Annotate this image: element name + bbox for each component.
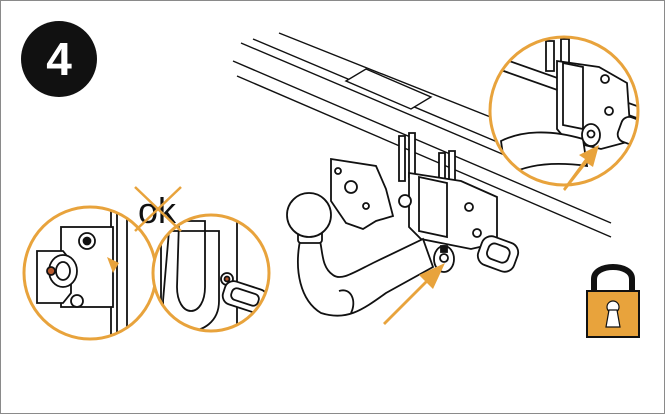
- arrow-top-right: [563, 145, 599, 191]
- step-number: 4: [46, 33, 72, 85]
- ok-label-group: ok: [134, 186, 182, 232]
- bracket-plate: [330, 157, 395, 230]
- step-badge-circle: [21, 21, 97, 97]
- tow-arm: [297, 235, 435, 317]
- padlock-icon: [586, 264, 640, 338]
- tow-hitch: [286, 132, 520, 317]
- tow-ball: [286, 192, 332, 238]
- arrow-main: [383, 263, 445, 325]
- detail-middle: [151, 213, 271, 333]
- detail-left: [22, 205, 158, 341]
- detail-top-right: [488, 35, 640, 191]
- step-badge: 4: [21, 21, 97, 97]
